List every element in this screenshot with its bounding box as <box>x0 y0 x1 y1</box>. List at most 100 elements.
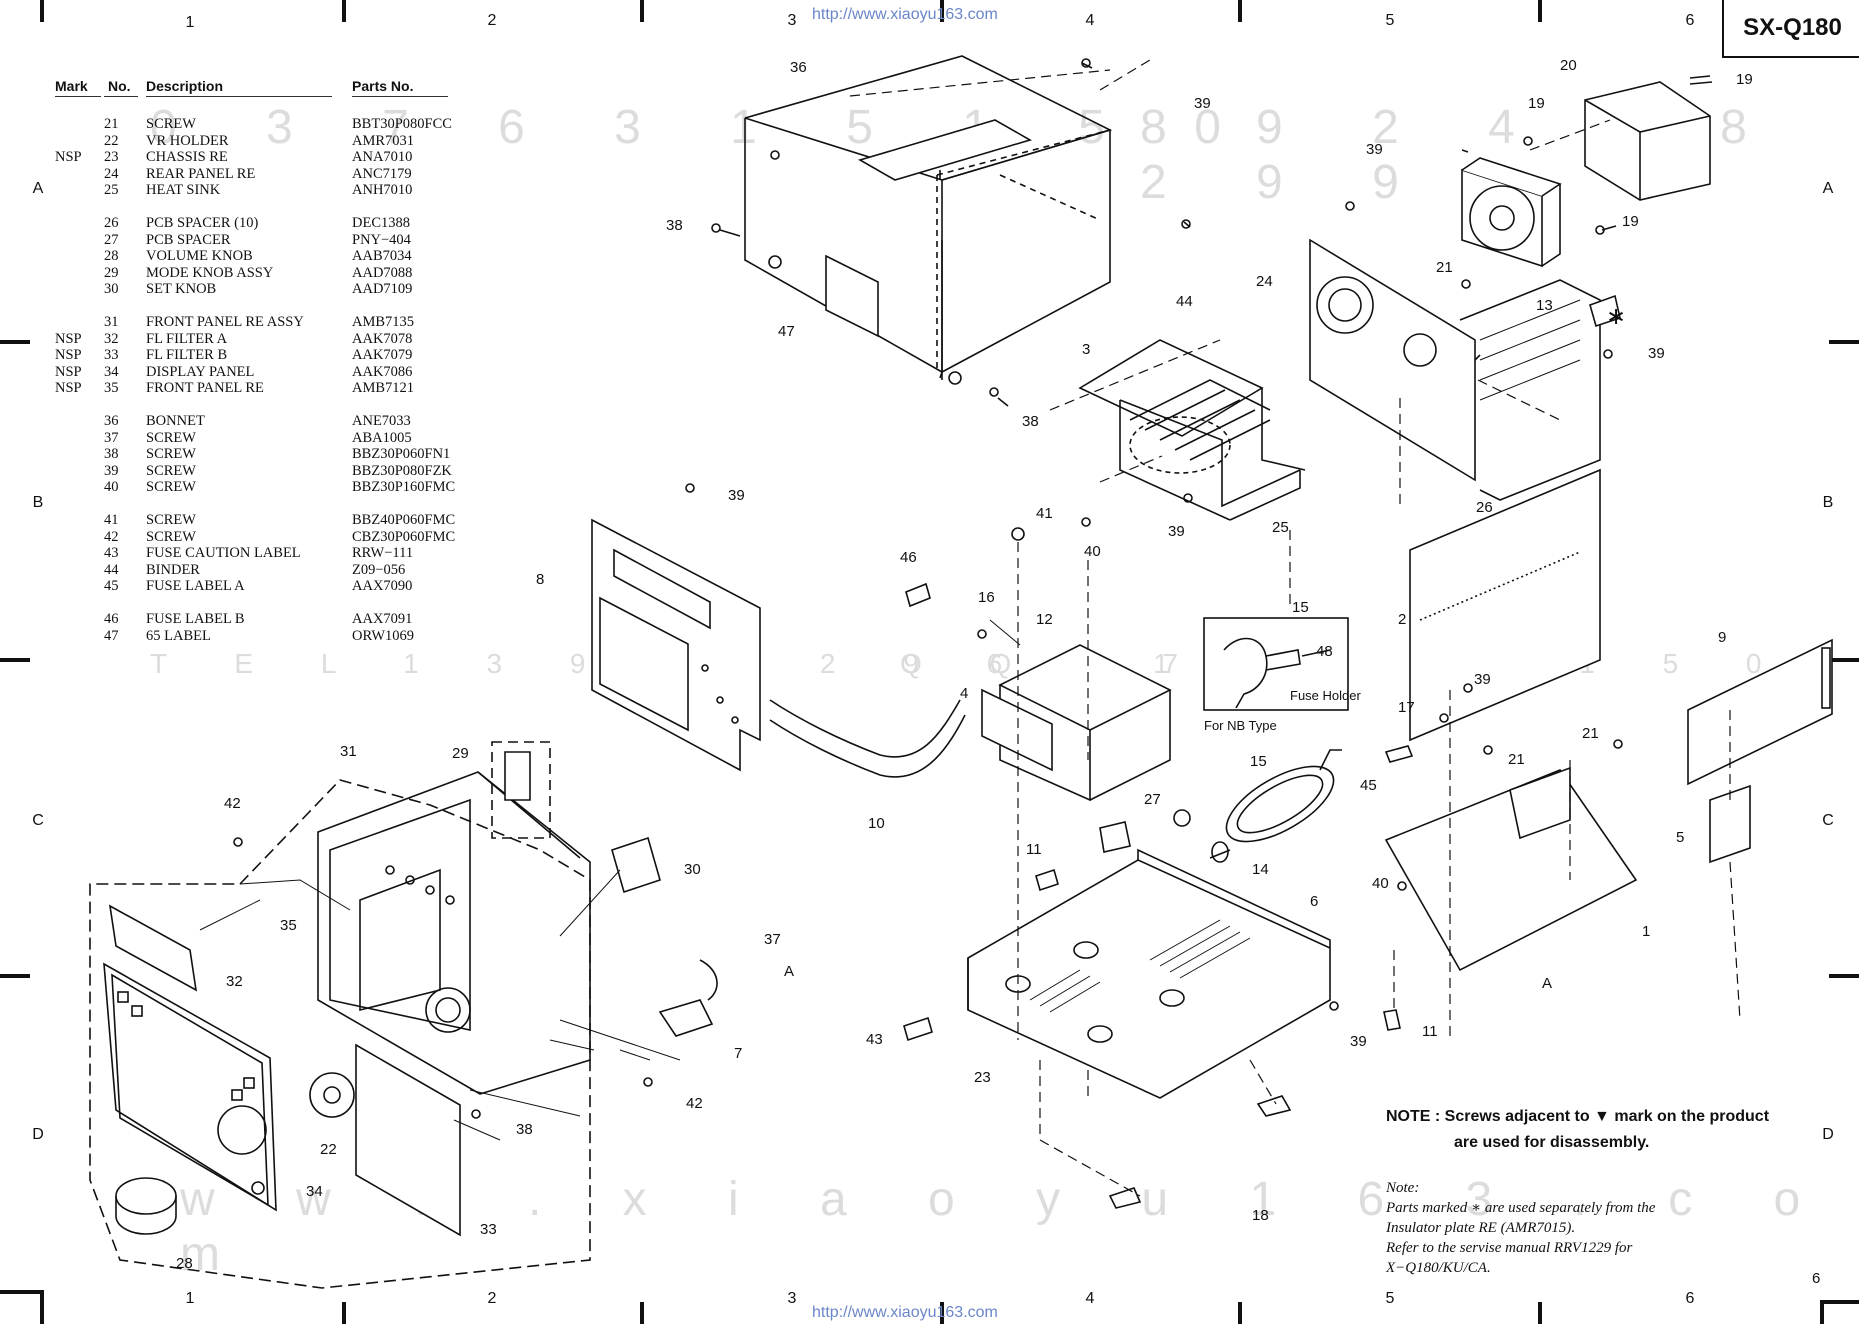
parts-no: AMB7121 <box>352 380 415 397</box>
fuse-label-a-part <box>1384 745 1414 763</box>
parts-no: ANH7010 <box>352 182 413 199</box>
column-number: 3 <box>787 12 797 29</box>
callout: 33 <box>480 1221 497 1238</box>
callout: 11 <box>1026 841 1042 858</box>
callout: 23 <box>974 1069 991 1086</box>
callout: 3 <box>1082 341 1090 358</box>
page-number: 6 <box>1812 1270 1821 1287</box>
header-underline <box>55 96 101 97</box>
callout: 45 <box>1360 777 1377 794</box>
column-number: 2 <box>487 1290 497 1307</box>
header-underline <box>352 96 448 97</box>
callout: 15 <box>1250 753 1267 770</box>
column-number: 1 <box>185 14 195 31</box>
callout: 35 <box>280 917 297 934</box>
callout: 39 <box>1168 523 1185 540</box>
parts-table-header: Mark No. Description Parts No. <box>0 78 460 98</box>
part-description: SCREW <box>146 446 196 463</box>
callout: 40 <box>1372 875 1389 892</box>
main-pcb-part <box>1409 468 1601 742</box>
part-description: REAR PANEL RE <box>146 165 256 182</box>
frame-tick <box>0 974 30 978</box>
callout: 41 <box>1036 505 1053 522</box>
callout: 21 <box>1436 259 1453 276</box>
part-description: FUSE LABEL B <box>146 611 245 627</box>
pcb-9-part <box>1687 638 1833 786</box>
part-number: 45 <box>104 578 119 595</box>
callout: 5 <box>1676 829 1684 846</box>
part-number: 32 <box>104 330 119 347</box>
callout: 34 <box>306 1183 323 1200</box>
callout: 39 <box>728 487 745 504</box>
column-number: 4 <box>1085 1290 1095 1307</box>
bracket-part <box>1589 294 1621 328</box>
vr-holder-part <box>309 1072 355 1118</box>
heat-sink-bracket <box>1261 388 1306 471</box>
parts-no: ANE7033 <box>352 413 411 429</box>
callout: 2 <box>1398 611 1406 628</box>
parts-no: ORW1069 <box>352 627 415 644</box>
parts-no: BBT30P080FCC <box>352 116 452 132</box>
bonnet-part <box>744 55 1113 385</box>
part-description: DISPLAY PANEL <box>146 363 255 380</box>
header-no: No. <box>108 78 131 94</box>
inset-nb-type-label: For NB Type <box>1204 718 1277 733</box>
callout: 15 <box>1292 599 1309 616</box>
part-number: 21 <box>104 116 119 132</box>
cord-bushing-part <box>1211 841 1229 863</box>
part-number: 35 <box>104 380 119 397</box>
display-pcb-part <box>591 518 761 772</box>
part-number: 42 <box>104 528 119 545</box>
callout: 19 <box>1736 71 1753 88</box>
frame-tick <box>342 1302 346 1324</box>
parts-no: ABA1005 <box>352 429 412 446</box>
callout: 21 <box>1582 725 1599 742</box>
foot-18b <box>1108 1187 1142 1209</box>
callout: 36 <box>790 59 807 76</box>
flat-cable <box>769 699 961 758</box>
frame-tick <box>1829 340 1859 344</box>
leader-lines <box>199 619 1021 1141</box>
callout: A <box>784 963 794 980</box>
callout: 39 <box>1366 141 1383 158</box>
callout: 26 <box>1476 499 1493 516</box>
inset-box <box>1203 617 1349 711</box>
fuse-caution-label-part <box>903 1016 933 1042</box>
frame-tick <box>1238 0 1242 22</box>
callout: A <box>1542 975 1552 992</box>
callout: 24 <box>1256 273 1273 290</box>
inset-fuse-holder-label: Fuse Holder <box>1290 688 1361 703</box>
callout: 38 <box>666 217 683 234</box>
part-description: SCREW <box>146 462 196 479</box>
callout: 28 <box>176 1255 193 1272</box>
parts-no: AAX7090 <box>352 578 413 595</box>
header-url[interactable]: http://www.xiaoyu163.com <box>812 6 998 23</box>
parts-no: RRW−111 <box>352 545 414 562</box>
callout: 22 <box>320 1141 337 1158</box>
part-number: 41 <box>104 512 119 528</box>
part-description: SCREW <box>146 116 196 132</box>
frame-tick <box>940 0 944 22</box>
callout: 25 <box>1272 519 1289 536</box>
column-number: 3 <box>787 1290 797 1307</box>
parts-no: PNY−404 <box>352 231 411 248</box>
part-number: 43 <box>104 545 119 562</box>
footer-url[interactable]: http://www.xiaoyu163.com <box>812 1304 998 1321</box>
part-mark: NSP <box>55 380 82 397</box>
part-number: 36 <box>104 413 119 429</box>
parts-no: BBZ30P060FN1 <box>352 446 451 463</box>
part-number: 33 <box>104 347 119 364</box>
frame-corner <box>1820 1300 1824 1324</box>
part-number: 31 <box>104 314 119 330</box>
part-5-shape <box>1709 784 1751 864</box>
callout: 39 <box>1648 345 1665 362</box>
row-letter: A <box>32 180 44 197</box>
header-description: Description <box>146 78 224 94</box>
parts-no: AMR7031 <box>352 132 415 149</box>
frame-tick <box>1538 1302 1542 1324</box>
part-number: 40 <box>104 479 119 496</box>
part-number: 22 <box>104 132 119 149</box>
rear-panel-part <box>1309 238 1481 482</box>
part-number: 24 <box>104 165 119 182</box>
